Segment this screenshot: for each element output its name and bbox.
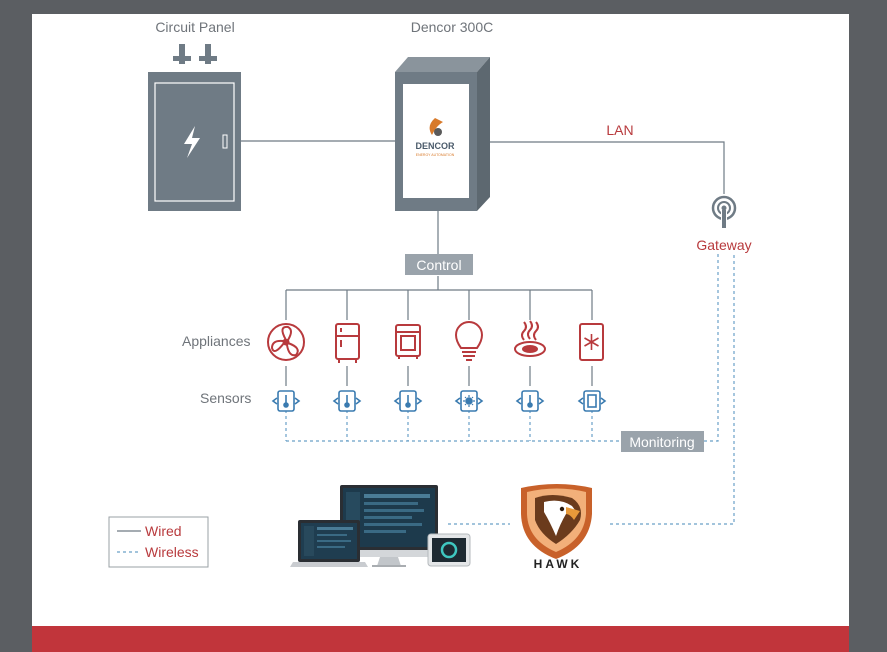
footer-bar bbox=[32, 626, 849, 652]
freezer-icon bbox=[579, 323, 604, 361]
laptop-icon bbox=[290, 520, 368, 567]
tablet-icon bbox=[427, 533, 471, 567]
fan-icon bbox=[267, 323, 305, 361]
legend-wired-label: Wired bbox=[145, 523, 182, 539]
appliances-label: Appliances bbox=[182, 333, 251, 349]
desktop-monitor-icon bbox=[340, 485, 438, 567]
lightning-icon bbox=[184, 126, 200, 158]
devices-illustration bbox=[290, 485, 471, 567]
hawk-logo bbox=[521, 484, 592, 559]
temperature-sensor-icon bbox=[332, 390, 362, 412]
hawk-label: HAWK bbox=[534, 557, 583, 571]
dencor-300c-unit: DENCOR ENERGY AUTOMATION bbox=[395, 57, 490, 211]
temperature-sensor-icon bbox=[515, 390, 545, 412]
svg-text:ENERGY AUTOMATION: ENERGY AUTOMATION bbox=[416, 153, 455, 157]
circuit-panel-icon bbox=[148, 44, 241, 211]
dencor-logo: DENCOR ENERGY AUTOMATION bbox=[415, 118, 455, 157]
legend: Wired Wireless bbox=[108, 516, 209, 568]
system-diagram: Circuit Panel Dencor 300C DENCOR ENERGY … bbox=[108, 19, 752, 571]
gateway-icon bbox=[711, 195, 737, 229]
diagram-page: Circuit Panel Dencor 300C DENCOR ENERGY … bbox=[32, 14, 849, 652]
wireless-lines bbox=[285, 252, 735, 525]
light-bulb-icon bbox=[454, 321, 484, 361]
wired-lines bbox=[241, 140, 725, 386]
dencor-unit-label: Dencor 300C bbox=[411, 19, 494, 35]
temperature-sensor-icon bbox=[393, 390, 423, 412]
lan-label: LAN bbox=[606, 122, 633, 138]
circuit-panel-label: Circuit Panel bbox=[155, 19, 234, 35]
gateway-label: Gateway bbox=[696, 237, 751, 253]
light-sensor-icon bbox=[454, 390, 484, 412]
refrigerator-icon bbox=[335, 323, 360, 363]
cooktop-icon bbox=[514, 320, 546, 357]
sensors-label: Sensors bbox=[200, 390, 251, 406]
control-box bbox=[405, 254, 473, 275]
oven-icon bbox=[395, 324, 421, 359]
legend-wireless-label: Wireless bbox=[145, 544, 199, 560]
monitoring-box bbox=[621, 431, 704, 452]
monitoring-label: Monitoring bbox=[629, 434, 694, 450]
control-label: Control bbox=[416, 257, 461, 273]
temperature-sensor-icon bbox=[271, 390, 301, 412]
svg-text:DENCOR: DENCOR bbox=[415, 141, 455, 151]
door-sensor-icon bbox=[577, 390, 607, 412]
